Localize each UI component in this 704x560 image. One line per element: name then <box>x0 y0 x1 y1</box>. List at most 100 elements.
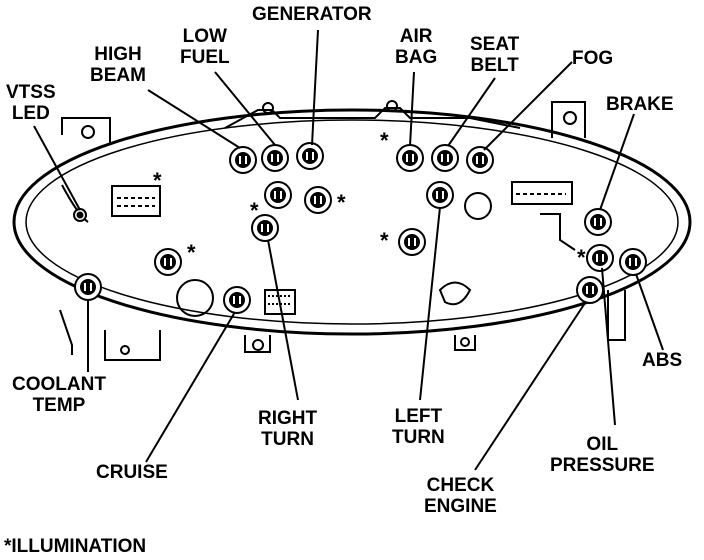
label-abs: ABS <box>642 350 682 371</box>
mount-tab-bottom-mid <box>244 335 271 353</box>
socket-cruise <box>223 286 251 314</box>
label-left-turn-line-2: TURN <box>392 427 445 448</box>
leader-seat-belt <box>447 77 496 147</box>
leader-left-turn <box>419 206 441 401</box>
socket-fog <box>466 146 494 174</box>
label-generator: GENERATOR <box>252 4 372 25</box>
illumination-marker-1: * <box>153 168 162 193</box>
label-vtss-led: VTSS LED <box>6 82 56 124</box>
label-high-beam: HIGH BEAM <box>90 44 146 86</box>
socket-abs <box>619 248 647 276</box>
leader-low-fuel <box>214 71 276 146</box>
socket-illumination-2 <box>304 186 332 214</box>
label-oil-pressure-line-2: PRESSURE <box>550 455 655 476</box>
bracket-left <box>59 309 73 355</box>
label-air-bag-line-1: AIR <box>399 26 433 47</box>
mount-tab-bottom-right <box>454 335 476 351</box>
mount-tab-right <box>551 101 586 138</box>
mount-tab-bottom-left <box>104 330 161 361</box>
socket-low-fuel <box>261 144 289 172</box>
leader-check-engine <box>474 302 586 471</box>
label-brake-text: BRAKE <box>606 94 674 115</box>
leader-high-beam <box>147 89 241 149</box>
label-cruise-text: CRUISE <box>96 462 168 483</box>
socket-air-bag <box>396 144 424 172</box>
socket-illumination-5 <box>586 244 614 272</box>
socket-oil-pressure <box>576 276 604 304</box>
connector-right <box>511 181 573 205</box>
illumination-marker-2: * <box>250 198 259 223</box>
label-fog: FOG <box>572 48 613 69</box>
illumination-marker-6: * <box>380 128 389 153</box>
socket-illumination-4 <box>154 248 182 276</box>
circuit-board-right <box>540 213 576 251</box>
socket-coolant-temp <box>74 273 102 301</box>
socket-high-beam <box>229 146 257 174</box>
socket-generator <box>296 142 324 170</box>
cluster-inner-outline <box>25 119 679 325</box>
leader-vtss-led <box>33 125 81 211</box>
socket-illumination-1 <box>264 181 292 209</box>
illumination-marker-5: * <box>380 228 389 253</box>
leader-cruise <box>145 311 236 463</box>
leader-air-bag <box>409 71 415 147</box>
connector-left <box>111 185 161 217</box>
label-right-turn-line-2: TURN <box>261 429 314 450</box>
illumination-marker-3: * <box>337 190 346 215</box>
gauge-hole-left <box>176 279 214 317</box>
leader-fog <box>483 61 573 151</box>
leader-generator <box>311 29 319 146</box>
gauge-hole-right <box>438 281 472 306</box>
label-fog-text: FOG <box>572 48 614 69</box>
label-air-bag: AIR BAG <box>395 26 437 68</box>
label-low-fuel-line-2: FUEL <box>180 47 230 68</box>
label-low-fuel-line-1: LOW <box>182 26 227 47</box>
socket-vtss-led <box>73 208 87 222</box>
illumination-marker-7: * <box>577 245 586 270</box>
label-vtss-led-line-1: VTSS <box>6 82 56 103</box>
label-coolant-temp-line-1: COOLANT <box>12 374 106 395</box>
label-cruise: CRUISE <box>96 462 168 483</box>
label-air-bag-line-2: BAG <box>395 47 438 68</box>
leader-brake <box>599 113 635 211</box>
leader-right-turn <box>267 239 299 401</box>
socket-right-turn <box>251 214 279 242</box>
label-check-engine-line-1: CHECK <box>426 475 495 496</box>
leader-abs <box>635 273 664 351</box>
socket-illumination-3 <box>398 228 426 256</box>
legend-illumination-text: *ILLUMINATION <box>4 536 147 557</box>
label-brake: BRAKE <box>606 94 674 115</box>
label-right-turn: RIGHT TURN <box>258 408 317 450</box>
label-check-engine: CHECK ENGINE <box>424 475 497 517</box>
legend-illumination: *ILLUMINATION <box>4 536 146 557</box>
cluster-outline <box>12 108 692 336</box>
label-seat-belt: SEAT BELT <box>470 34 519 76</box>
label-oil-pressure-line-1: OIL <box>586 434 619 455</box>
label-right-turn-line-1: RIGHT <box>258 408 318 429</box>
leader-oil-pressure <box>601 267 616 426</box>
label-generator-text: GENERATOR <box>252 4 372 25</box>
illumination-marker-4: * <box>187 240 196 265</box>
label-coolant-temp-line-2: TEMP <box>32 395 86 416</box>
socket-brake <box>584 208 612 236</box>
label-oil-pressure: OIL PRESSURE <box>550 434 655 476</box>
label-abs-text: ABS <box>642 350 683 371</box>
label-high-beam-line-1: HIGH <box>94 44 142 65</box>
socket-left-turn <box>426 181 454 209</box>
fuel-sender-hole <box>464 192 492 220</box>
mount-tab-left <box>61 117 111 145</box>
label-left-turn-line-1: LEFT <box>394 406 443 427</box>
label-vtss-led-line-2: LED <box>11 103 50 124</box>
label-seat-belt-line-1: SEAT <box>470 34 520 55</box>
label-left-turn: LEFT TURN <box>392 406 445 448</box>
connector-bottom <box>264 289 296 315</box>
circuit-board-top <box>224 107 521 129</box>
label-high-beam-line-2: BEAM <box>90 65 146 86</box>
bracket-right <box>607 290 626 341</box>
label-check-engine-line-2: ENGINE <box>424 496 497 517</box>
label-low-fuel: LOW FUEL <box>180 26 230 68</box>
label-seat-belt-line-2: BELT <box>470 55 519 76</box>
label-coolant-temp: COOLANT TEMP <box>12 374 106 416</box>
socket-seat-belt <box>431 144 459 172</box>
